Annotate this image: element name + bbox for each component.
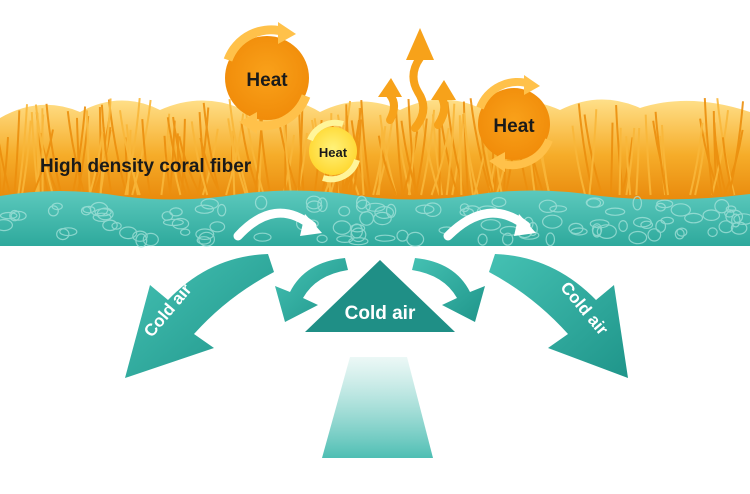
outer-arrow-left xyxy=(125,254,274,378)
wave-arrow-2-head xyxy=(406,28,434,60)
heat-label-3: Heat xyxy=(493,116,535,137)
wave-arrow-3-head xyxy=(431,80,456,100)
fiber-strand xyxy=(620,128,621,195)
fiber-label: High density coral fiber xyxy=(40,156,252,177)
heat-label-1: Heat xyxy=(246,70,288,91)
wave-arrow-1 xyxy=(390,95,394,120)
heat-label-2: Heat xyxy=(319,145,348,160)
wave-arrow-1-head xyxy=(378,78,402,97)
outer-arrow-right xyxy=(489,254,628,378)
cold-air-beam xyxy=(322,357,433,458)
coral-fiber-layer xyxy=(0,98,750,200)
cold-air-center-label: Cold air xyxy=(345,303,416,324)
